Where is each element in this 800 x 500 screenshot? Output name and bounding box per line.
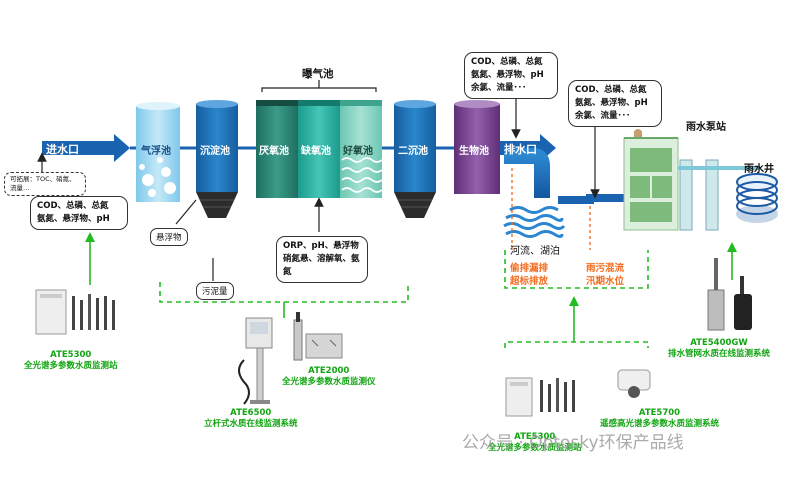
rain-pump-label: 雨水泵站 [686, 122, 726, 133]
arrow-up-ate5400gw [727, 242, 737, 252]
arrow-up-ate5300a [85, 232, 95, 242]
caption-ate5400gw: ATE5400GW 排水管网水质在线监测系统 [668, 338, 770, 360]
rain-pump-station [623, 129, 760, 231]
ate5400gw-name: 排水管网水质在线监测系统 [668, 349, 771, 359]
bubble-bio-line-1: COD、总磷、总氮 [471, 57, 543, 67]
tank-sed-label: 沉淀池 [200, 146, 230, 157]
aeration-tanks [256, 80, 383, 198]
bubble-bio: COD、总磷、总氮 氨氮、悬浮物、pH 余氯、流量･･･ [464, 52, 558, 99]
rain-well-label: 雨水井 [744, 164, 774, 175]
suspended-label: 悬浮物 [150, 228, 188, 246]
risk-right-line-2: 汛期水位 [586, 276, 625, 287]
ate5300-a-model: ATE5300 [50, 350, 92, 360]
inlet-label: 进水口 [46, 143, 79, 156]
sludge-label: 污泥量 [196, 282, 234, 300]
ate5300-b-name: 全光谱多参数水质监测站 [488, 443, 582, 453]
secondary-clarifier [394, 100, 436, 218]
ate5300-b-device [505, 377, 575, 417]
ate2000-model: ATE2000 [308, 366, 350, 376]
bubble-rain-line-3: 余氯、流量･･･ [575, 111, 631, 121]
ate2000-name: 全光谱多参数水质监测仪 [282, 377, 376, 387]
bubble-aeration-line-2: 硝氮悬、溶解氧、氨氮 [283, 254, 360, 277]
tank-air-float-label: 气浮池 [141, 146, 171, 157]
bubble-inlet: COD、总磷、总氮 氨氮、悬浮物、pH [30, 196, 128, 230]
tank-aerobic-label: 好氧池 [343, 146, 373, 157]
tank-anoxic-label: 缺氧池 [301, 146, 331, 157]
ate5300-a-name: 全光谱多参数水质监测站 [24, 361, 118, 371]
bubble-rain: COD、总磷、总氮 氨氮、悬浮物、pH 余氯、流量･･･ [568, 80, 662, 127]
bubble-bio-line-3: 余氯、流量･･･ [471, 83, 527, 93]
bubble-aeration: ORP、pH、悬浮物 硝氮悬、溶解氧、氨氮 [276, 236, 368, 283]
outlet-label: 排水口 [504, 143, 537, 156]
caption-ate5300-a: ATE5300 全光谱多参数水质监测站 [24, 350, 118, 372]
bubble-inlet-line-2: 氨氮、悬浮物、pH [37, 214, 110, 224]
aeration-group-label: 曝气池 [302, 68, 334, 80]
bubble-rain-line-1: COD、总磷、总氮 [575, 85, 647, 95]
optional-note: 可拓展：TOC、硝氮、流量… [4, 172, 86, 196]
river-waves [503, 206, 566, 238]
bubble-aeration-line-1: ORP、pH、悬浮物 [283, 241, 359, 251]
sedimentation-tank [196, 100, 238, 218]
orange-connectors [511, 168, 591, 250]
green-connectors [89, 236, 733, 348]
ate6500-device [238, 317, 273, 405]
watermark: 公众号 · Optosky环保产品线 [462, 433, 684, 453]
rain-well [736, 173, 778, 223]
caption-ate5300-b: ATE5300 全光谱多参数水质监测站 [488, 432, 582, 454]
arrow-up-ate5300b [569, 296, 579, 306]
tank-bio-label: 生物池 [459, 146, 489, 157]
bubble-rain-line-2: 氨氮、悬浮物、pH [575, 98, 648, 108]
risk-left-line-1: 偷排漏排 [510, 263, 549, 274]
ate5300-b-model: ATE5300 [514, 432, 556, 442]
tank-secondary-label: 二沉池 [398, 146, 428, 157]
bubble-inlet-line-1: COD、总磷、总氮 [37, 201, 109, 211]
inlet-arrow [42, 134, 130, 162]
ate5400gw-model: ATE5400GW [690, 338, 748, 348]
discharge-pipe [504, 148, 625, 204]
ate5700-model: ATE5700 [638, 408, 681, 418]
pointer-lines [37, 98, 600, 281]
caption-ate6500: ATE6500 立杆式水质在线监测系统 [204, 408, 298, 430]
caption-ate2000: ATE2000 全光谱多参数水质监测仪 [282, 366, 376, 388]
ate5400gw-device [707, 258, 752, 331]
ate5300-a-device [35, 289, 115, 335]
ate6500-name: 立杆式水质在线监测系统 [204, 419, 298, 429]
tank-anaerobic-label: 厌氧池 [259, 146, 289, 157]
bubble-bio-line-2: 氨氮、悬浮物、pH [471, 70, 544, 80]
caption-ate5700: ATE5700 遥感高光谱多参数水质监测系统 [600, 408, 719, 430]
risk-left-line-2: 超标排放 [510, 276, 549, 287]
ate5700-name: 遥感高光谱多参数水质监测系统 [600, 419, 720, 429]
ate6500-model: ATE6500 [230, 408, 272, 418]
risk-left: 偷排漏排 超标排放 [510, 262, 548, 288]
river-label: 河流、湖泊 [510, 246, 560, 257]
risk-right-line-1: 雨污混流 [586, 263, 625, 274]
bio-tank [454, 100, 500, 194]
ate2000-device [293, 312, 343, 361]
ate5700-device [617, 369, 651, 398]
risk-right: 雨污混流 汛期水位 [586, 262, 624, 288]
air-float-tank [136, 102, 180, 202]
